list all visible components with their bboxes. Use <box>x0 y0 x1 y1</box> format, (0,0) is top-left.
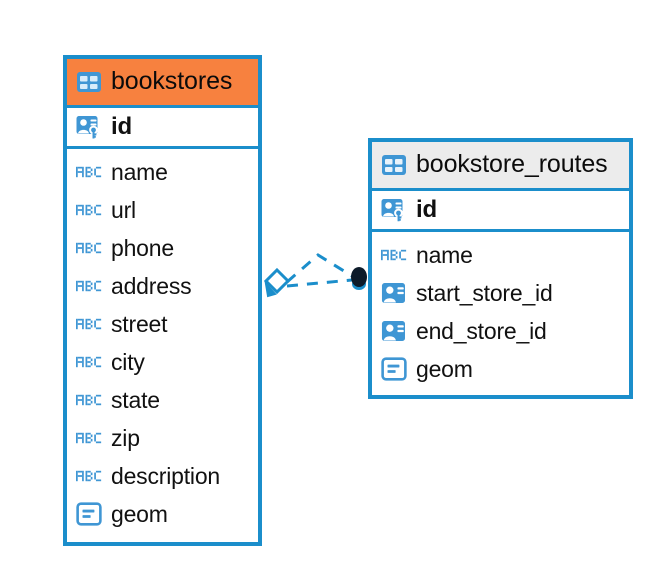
field-row-start-store-id[interactable]: start_store_id <box>372 274 629 312</box>
primary-key-icon <box>76 115 102 139</box>
entity-table-bookstore-routes[interactable]: bookstore_routes id <box>368 138 633 399</box>
filled-circle-marker[interactable] <box>351 267 367 290</box>
field-label-state: state <box>111 386 160 413</box>
entity-title-bookstore-routes: bookstore_routes <box>416 150 608 178</box>
field-row-phone[interactable]: phone <box>67 229 258 267</box>
primary-key-icon <box>381 198 407 222</box>
abc-text-icon <box>76 165 102 179</box>
abc-text-icon <box>76 355 102 369</box>
entity-title-bookstores: bookstores <box>111 67 233 95</box>
field-label-id: id <box>416 196 437 223</box>
abc-text-icon <box>76 431 102 445</box>
field-label-city: city <box>111 348 145 375</box>
geometry-icon <box>381 357 407 381</box>
field-label-description: description <box>111 462 221 489</box>
field-row-url[interactable]: url <box>67 191 258 229</box>
entity-table-bookstores[interactable]: bookstores id <box>63 55 262 546</box>
abc-text-icon <box>381 248 407 262</box>
entity-header-bookstores[interactable]: bookstores <box>67 59 258 105</box>
field-label-name: name <box>111 158 168 185</box>
field-row-geom[interactable]: geom <box>372 350 629 388</box>
field-label-end-store-id: end_store_id <box>416 317 547 344</box>
field-row-zip[interactable]: zip <box>67 419 258 457</box>
field-row-name[interactable]: name <box>372 236 629 274</box>
diamond-marker-tail <box>264 280 277 298</box>
entity-header-bookstore-routes[interactable]: bookstore_routes <box>372 142 629 188</box>
field-label-geom: geom <box>416 355 473 382</box>
foreign-key-icon <box>381 282 407 304</box>
field-label-zip: zip <box>111 424 140 451</box>
diamond-marker[interactable] <box>263 267 291 298</box>
field-label-url: url <box>111 196 136 223</box>
relationship-line-bookstores-bookstore-routes[interactable] <box>286 253 353 288</box>
filled-circle-marker-body <box>351 267 367 287</box>
field-row-id[interactable]: id <box>67 108 258 146</box>
field-label-start-store-id: start_store_id <box>416 279 553 306</box>
relationship-line-lower <box>286 278 353 288</box>
abc-text-icon <box>76 241 102 255</box>
field-label-name: name <box>416 241 473 268</box>
abc-text-icon <box>76 279 102 293</box>
field-row-state[interactable]: state <box>67 381 258 419</box>
abc-text-icon <box>76 203 102 217</box>
relationship-line-upper <box>286 253 353 284</box>
field-row-end-store-id[interactable]: end_store_id <box>372 312 629 350</box>
primary-key-band-bookstore-routes: id <box>372 188 629 232</box>
field-row-city[interactable]: city <box>67 343 258 381</box>
field-list-bookstores: name url <box>67 149 258 537</box>
field-row-id[interactable]: id <box>372 191 629 229</box>
abc-text-icon <box>76 317 102 331</box>
abc-text-icon <box>76 393 102 407</box>
foreign-key-icon <box>381 320 407 342</box>
table-icon <box>76 71 102 93</box>
field-row-address[interactable]: address <box>67 267 258 305</box>
field-label-id: id <box>111 113 132 140</box>
field-label-address: address <box>111 272 192 299</box>
abc-text-icon <box>76 469 102 483</box>
field-row-geom[interactable]: geom <box>67 495 258 533</box>
field-row-name[interactable]: name <box>67 153 258 191</box>
field-label-phone: phone <box>111 234 174 261</box>
field-label-street: street <box>111 310 168 337</box>
field-row-description[interactable]: description <box>67 457 258 495</box>
field-list-bookstore-routes: name start_store_id <box>372 232 629 392</box>
table-icon <box>381 154 407 176</box>
diamond-marker-body <box>263 267 291 295</box>
geometry-icon <box>76 502 102 526</box>
field-label-geom: geom <box>111 500 168 527</box>
field-row-street[interactable]: street <box>67 305 258 343</box>
primary-key-band-bookstores: id <box>67 105 258 149</box>
